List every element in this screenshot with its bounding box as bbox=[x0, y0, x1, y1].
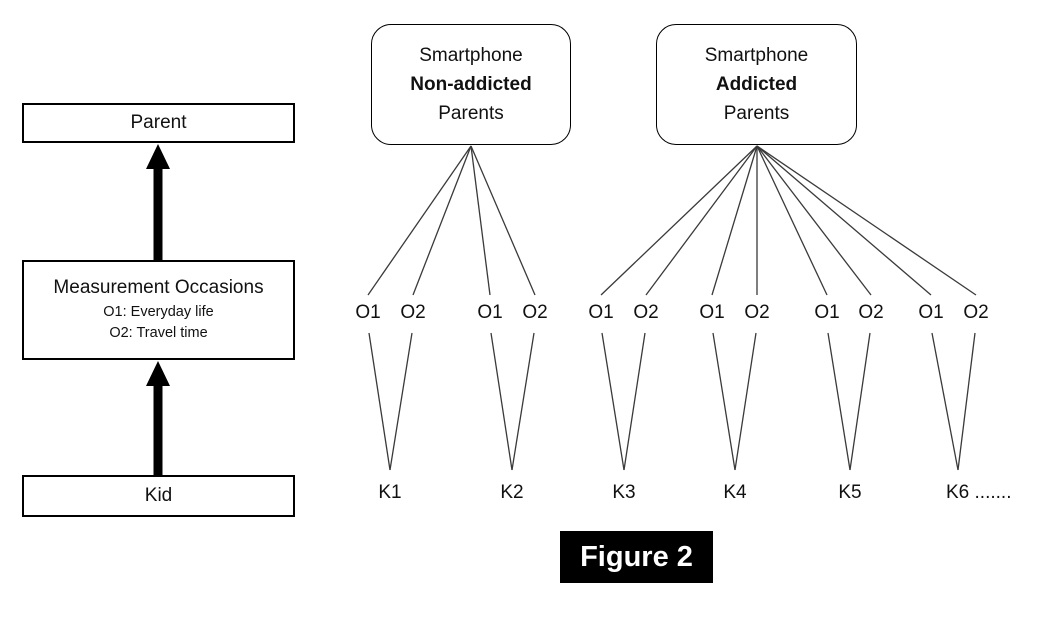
occasion-label: O1 bbox=[477, 302, 503, 323]
measurement-occasions-title: Measurement Occasions bbox=[53, 276, 264, 298]
addicted-line3: Parents bbox=[723, 103, 790, 124]
measurement-occasions-box: Measurement Occasions O1: Everyday life … bbox=[22, 260, 295, 360]
addicted-fan-lines bbox=[600, 145, 977, 296]
occasion-label: O1 bbox=[918, 302, 944, 323]
kid-to-measurement-arrow bbox=[146, 361, 170, 475]
addicted-line2: Addicted bbox=[715, 74, 798, 95]
occasion-label: O1 bbox=[588, 302, 614, 323]
figure-caption: Figure 2 bbox=[560, 531, 713, 583]
kid-label: K5 bbox=[838, 482, 862, 503]
non-addicted-parents-box: Smartphone Non-addicted Parents bbox=[371, 24, 571, 145]
occasion-label: O1 bbox=[355, 302, 381, 323]
occasion-label: O1 bbox=[814, 302, 840, 323]
occasion-label: O1 bbox=[699, 302, 725, 323]
non-addicted-line1: Smartphone bbox=[419, 45, 523, 66]
occasion-label: O2 bbox=[858, 302, 884, 323]
occasion-label: O2 bbox=[400, 302, 426, 323]
measurement-to-parent-arrow bbox=[146, 144, 170, 260]
kid-label: K6 ....... bbox=[946, 482, 1012, 503]
occasion2-description: O2: Travel time bbox=[109, 324, 208, 341]
parent-box: Parent bbox=[22, 103, 295, 143]
occasion-label: O2 bbox=[522, 302, 548, 323]
non-addicted-line3: Parents bbox=[438, 103, 504, 124]
kid-label: K1 bbox=[378, 482, 402, 503]
non-addicted-line2: Non-addicted bbox=[410, 74, 532, 95]
parent-box-label: Parent bbox=[130, 112, 187, 133]
addicted-parents-box: Smartphone Addicted Parents bbox=[656, 24, 857, 145]
occasion-label: O2 bbox=[744, 302, 770, 323]
kid-label: K4 bbox=[723, 482, 747, 503]
occasion-label: O2 bbox=[633, 302, 659, 323]
figure-caption-text: Figure 2 bbox=[580, 540, 693, 573]
kid-label: K3 bbox=[612, 482, 636, 503]
kid-box: Kid bbox=[22, 475, 295, 517]
non-addicted-fan-lines bbox=[367, 145, 536, 296]
occasion-to-kid-lines bbox=[368, 332, 976, 471]
occasion-label: O2 bbox=[963, 302, 989, 323]
kid-label: K2 bbox=[500, 482, 524, 503]
addicted-line1: Smartphone bbox=[704, 45, 809, 66]
kid-box-label: Kid bbox=[144, 485, 173, 506]
occasion1-description: O1: Everyday life bbox=[103, 303, 214, 320]
